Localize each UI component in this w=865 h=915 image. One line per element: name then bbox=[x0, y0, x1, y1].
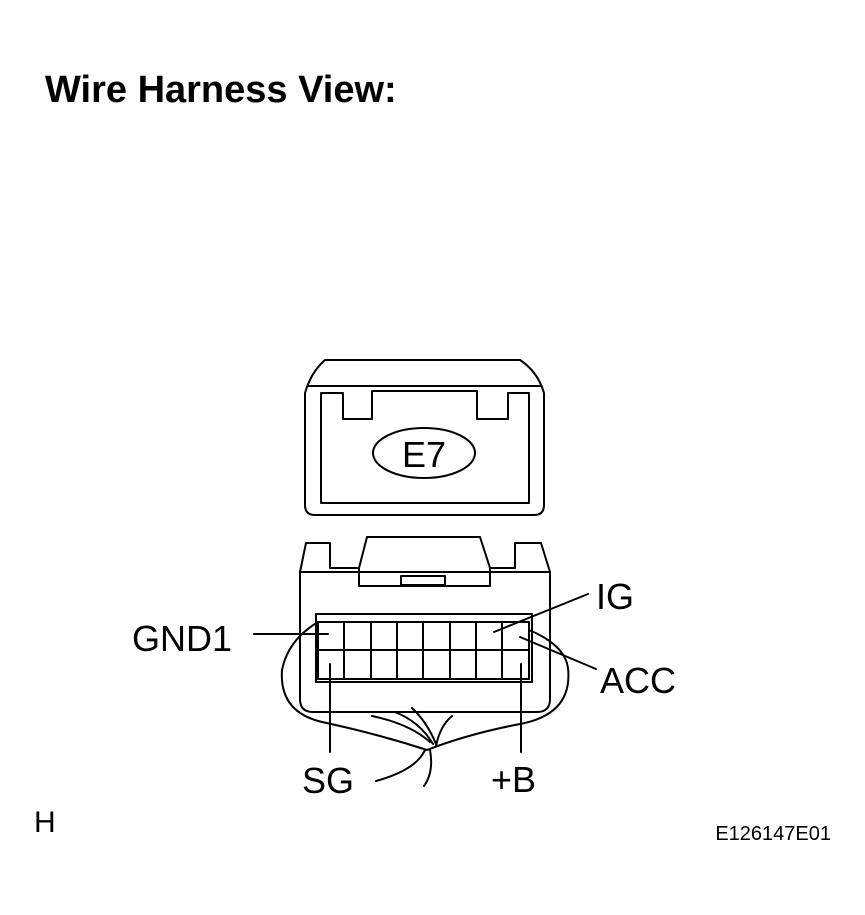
terminal-label-ig: IG bbox=[596, 576, 634, 617]
wire-bundle bbox=[280, 621, 570, 787]
connector-code-label: E7 bbox=[402, 434, 446, 475]
connector-housing-bottom bbox=[299, 536, 551, 713]
terminal-label-acc: ACC bbox=[600, 660, 676, 701]
connector-code-badge bbox=[372, 427, 476, 479]
figure-id: E126147E01 bbox=[715, 823, 831, 845]
corner-letter: H bbox=[34, 806, 56, 839]
terminal-label-b-plus: +B bbox=[491, 759, 536, 800]
diagram-title: Wire Harness View: bbox=[45, 69, 397, 111]
connector-housing-top bbox=[304, 359, 545, 516]
latch-tab bbox=[400, 575, 446, 586]
terminal-label-sg: SG bbox=[302, 760, 354, 801]
terminal-label-gnd1: GND1 bbox=[132, 618, 232, 659]
leader-lines bbox=[253, 593, 597, 753]
